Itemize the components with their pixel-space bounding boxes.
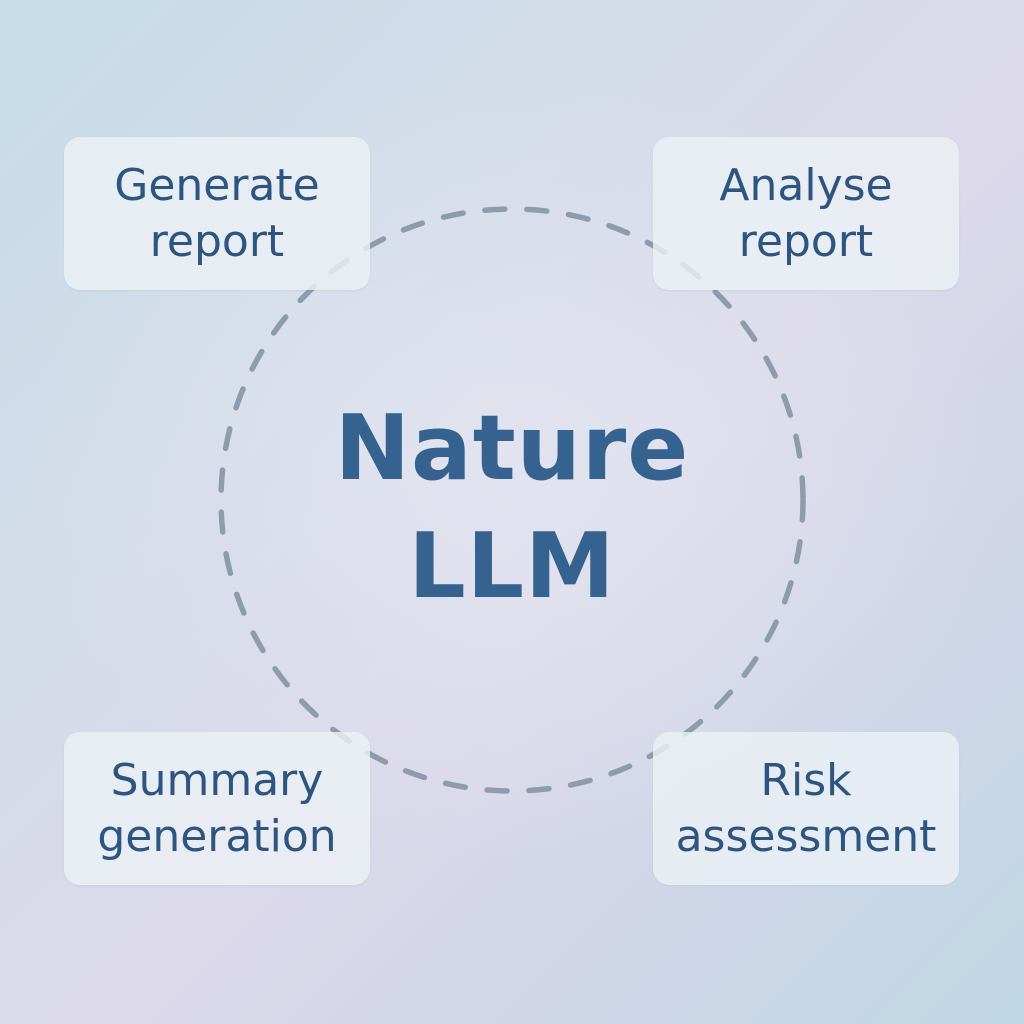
card-generate-report-line-1: Generate [114,159,320,211]
cycle-circle [218,206,806,794]
card-generate-report-line-2: report [149,215,285,267]
card-risk-assessment: Risk assessment [653,732,959,885]
center-title-line-2: LLM [408,514,616,619]
card-risk-assessment-line-2: assessment [675,810,937,862]
card-analyse-report: Analyse report [653,137,959,290]
card-summary-generation: Summary generation [64,732,370,885]
card-analyse-report-line-1: Analyse [719,159,893,211]
center-title: Nature LLM [312,390,712,626]
card-risk-assessment-line-1: Risk [760,754,852,806]
card-summary-generation-line-2: generation [97,810,337,862]
card-summary-generation-line-1: Summary [110,754,324,806]
center-title-line-1: Nature [334,396,690,501]
card-generate-report: Generate report [64,137,370,290]
card-analyse-report-line-2: report [738,215,874,267]
